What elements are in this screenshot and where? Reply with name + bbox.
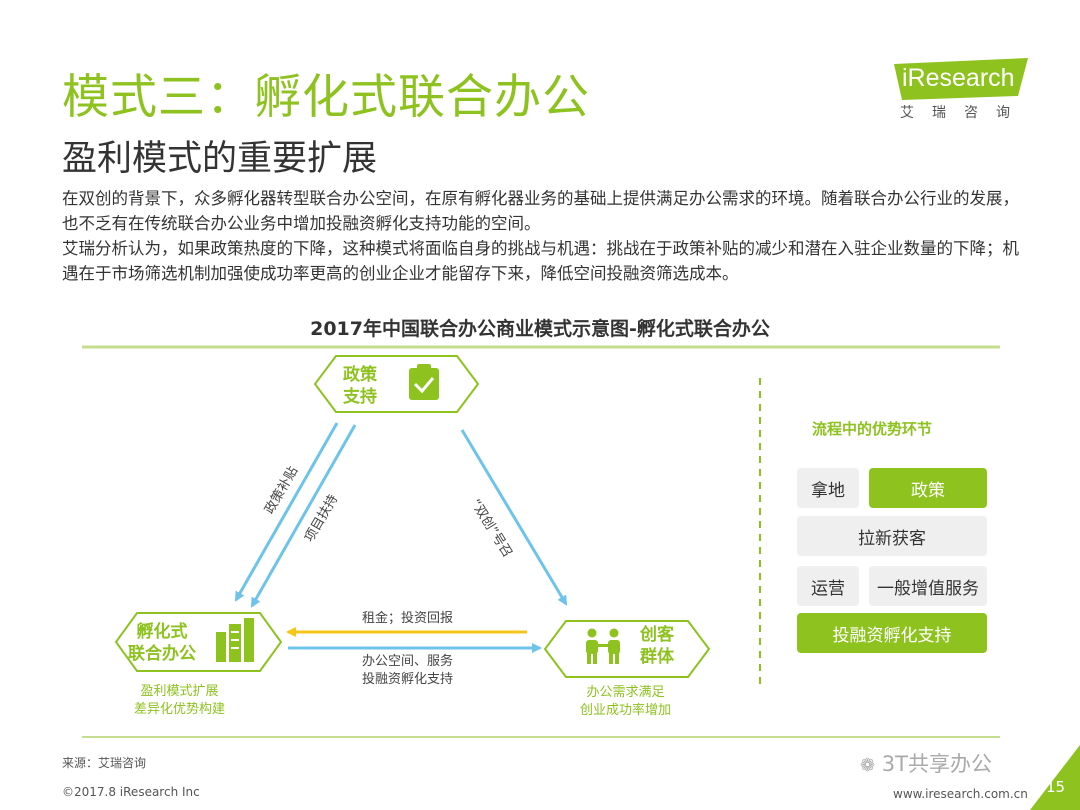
makers-caption-line2: 创业成功率增加: [580, 703, 672, 718]
incubator-caption: 盈利模式扩展 差异化优势构建: [134, 683, 225, 719]
service-label: 办公空间、服务 投融资孵化支持: [362, 653, 453, 689]
iresearch-logo: iResearch 艾瑞咨询: [892, 58, 1032, 128]
project-support-arrow: [250, 424, 357, 608]
chip-value-added: 一般增值服务: [869, 566, 987, 606]
page-title: 模式三：孵化式联合办公: [62, 70, 590, 125]
chip-policy: 政策: [869, 468, 987, 508]
watermark: ❁ 3T共享办公: [860, 748, 992, 778]
page-subtitle: 盈利模式的重要扩展: [62, 139, 378, 179]
logo-chinese: 艾瑞咨询: [900, 105, 1028, 121]
clipboard-check-icon: [409, 364, 439, 400]
chip-operation: 运营: [797, 566, 859, 606]
makers-node: [543, 620, 711, 678]
wechat-icon: ❁: [860, 755, 876, 776]
service-label-line1: 办公空间、服务: [362, 654, 454, 669]
logo-swoosh-icon: [894, 58, 1028, 100]
intro-paragraph-2: 艾瑞分析认为，如果政策热度的下降，这种模式将面临自身的挑战与机遇：挑战在于政策补…: [62, 239, 1019, 283]
policy-label: 政策 支持: [343, 364, 377, 408]
subsidy-arrow: [234, 422, 339, 602]
chip-land: 拿地: [797, 468, 859, 508]
incubator-label: 孵化式 联合办公: [128, 621, 196, 665]
policy-label-line2: 支持: [343, 387, 377, 407]
page-number: 15: [1046, 778, 1066, 796]
copyright: ©2017.8 iResearch Inc: [62, 785, 200, 799]
people-icon: [586, 628, 620, 664]
makers-label-line2: 群体: [640, 647, 674, 667]
diagram-title: 2017年中国联合办公商业模式示意图-孵化式联合办公: [310, 318, 770, 340]
makers-caption-line1: 办公需求满足: [586, 685, 665, 700]
panel-title: 流程中的优势环节: [812, 420, 933, 438]
website-link[interactable]: www.iresearch.com.cn: [893, 787, 1028, 801]
incubator-label-line2: 联合办公: [128, 644, 196, 664]
page-corner: [1030, 745, 1080, 810]
incubator-caption-line2: 差异化优势构建: [134, 702, 226, 717]
makers-caption: 办公需求满足 创业成功率增加: [580, 684, 671, 720]
source-note: 来源：艾瑞咨询: [62, 756, 147, 770]
incubator-caption-line1: 盈利模式扩展: [140, 684, 219, 699]
logo-wordmark: iResearch: [902, 64, 1015, 92]
chip-acquisition: 拉新获客: [797, 516, 987, 556]
watermark-text: 3T共享办公: [881, 752, 992, 776]
service-label-line2: 投融资孵化支持: [362, 672, 454, 687]
makers-label: 创客 群体: [640, 624, 674, 668]
buildings-icon: [216, 618, 254, 662]
intro-text: 在双创的背景下，众多孵化器转型联合办公空间，在原有孵化器业务的基础上提供满足办公…: [62, 186, 1022, 286]
chip-investment-incubation: 投融资孵化支持: [797, 613, 987, 653]
incubator-label-line1: 孵化式: [136, 622, 188, 642]
policy-label-line1: 政策: [343, 365, 377, 385]
call-arrow: [460, 429, 568, 606]
rent-label: 租金；投资回报: [362, 611, 454, 626]
intro-paragraph-1: 在双创的背景下，众多孵化器转型联合办公空间，在原有孵化器业务的基础上提供满足办公…: [62, 189, 1019, 233]
makers-label-line1: 创客: [640, 625, 674, 645]
policy-node: [313, 355, 480, 413]
